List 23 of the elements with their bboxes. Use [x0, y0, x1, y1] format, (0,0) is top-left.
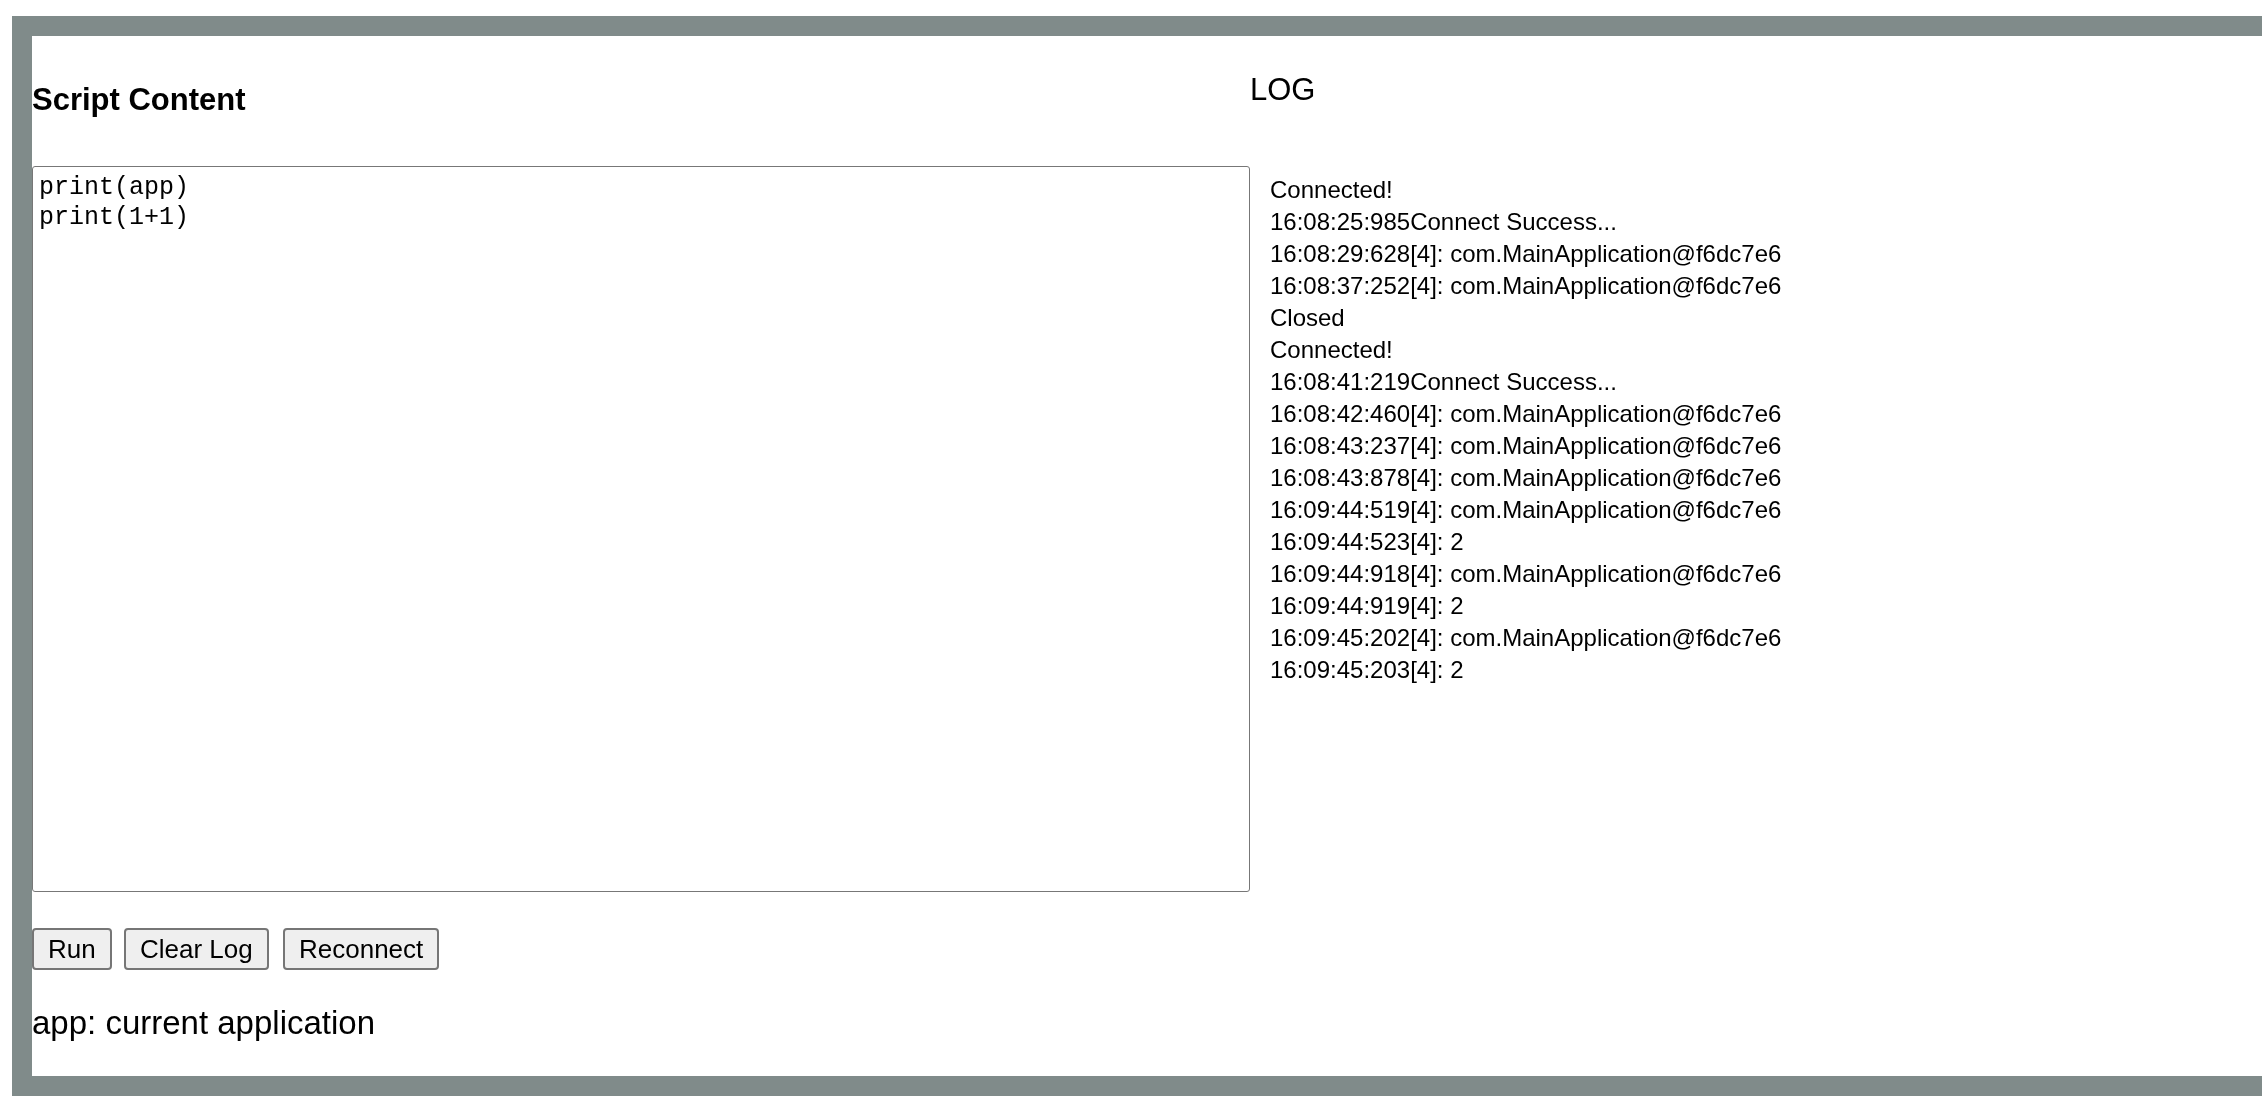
log-line: 16:08:25:985Connect Success...: [1270, 207, 1617, 237]
log-line: 16:08:29:628[4]: com.MainApplication@f6dc7e6: [1270, 239, 1782, 269]
log-line: 16:09:45:203[4]: 2: [1270, 655, 1464, 685]
help-text: app: current application: [32, 1004, 376, 1042]
log-heading: LOG: [1250, 72, 1316, 108]
clear-log-button: Clear Log: [124, 928, 269, 970]
log-line: 16:08:42:460[4]: com.MainApplication@f6dc7e6: [1270, 399, 1782, 429]
log-line: 16:09:44:519[4]: com.MainApplication@f6dc7e6: [1270, 495, 1782, 525]
script-input-field: print(app) print(1+1): [32, 166, 1250, 892]
log-line: 16:09:44:523[4]: 2: [1270, 527, 1464, 557]
log-line: Connected!: [1270, 335, 1393, 365]
log-line: Closed: [1270, 303, 1345, 333]
log-line: Connected!: [1270, 175, 1393, 205]
run-button: Run: [32, 928, 112, 970]
log-line: 16:09:44:918[4]: com.MainApplication@f6dc7e6: [1270, 559, 1782, 589]
section-heading: Script Content: [32, 82, 246, 118]
log-line: 16:08:43:878[4]: com.MainApplication@f6dc7e6: [1270, 463, 1782, 493]
log-line: 16:09:44:919[4]: 2: [1270, 591, 1464, 621]
log-line: 16:09:45:202[4]: com.MainApplication@f6dc7e6: [1270, 623, 1782, 653]
log-line: 16:08:41:219Connect Success...: [1270, 367, 1617, 397]
log-line: 16:08:37:252[4]: com.MainApplication@f6dc7e6: [1270, 271, 1782, 301]
log-line: 16:08:43:237[4]: com.MainApplication@f6dc7e6: [1270, 431, 1782, 461]
reconnect-button: Reconnect: [283, 928, 440, 970]
